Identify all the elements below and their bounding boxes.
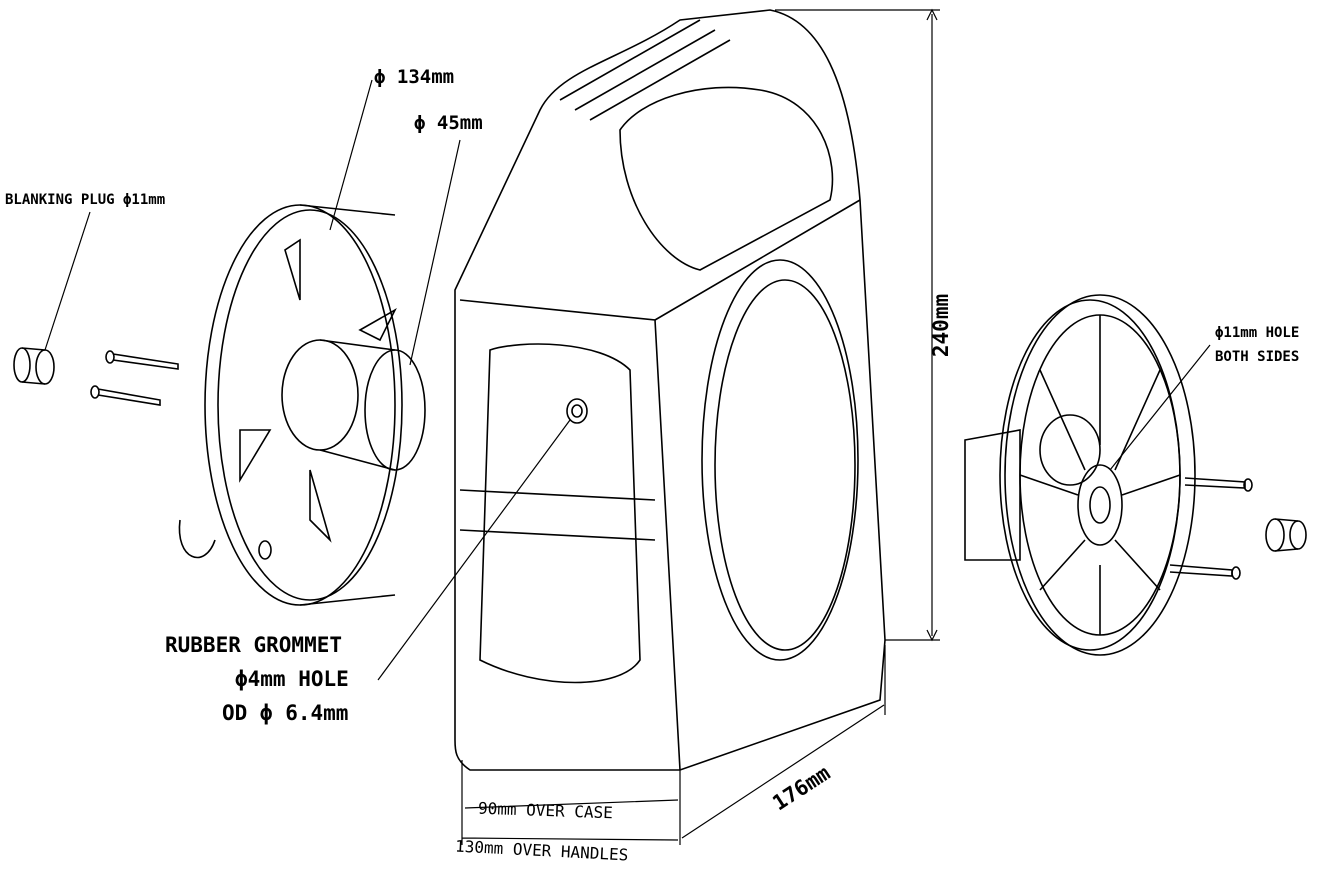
blanking-plug-left [13, 347, 55, 385]
reel-case-body [454, 9, 886, 771]
hole-label-line2: BOTH SIDES [1215, 349, 1300, 365]
grommet-label-line1: RUBBER GROMMET [165, 633, 343, 657]
height-dimension-label: 240mm [929, 293, 954, 358]
outer-diameter-label: ϕ 134mm [374, 66, 455, 88]
case-width-label: 90mm OVER CASE [477, 798, 614, 823]
grommet-label-line3: OD ϕ 6.4mm [222, 701, 349, 725]
grommet-label-line2: ϕ4mm HOLE [235, 667, 349, 691]
reel-disc-left [178, 204, 426, 606]
blanking-plug-right [1265, 518, 1307, 552]
screws-right [1169, 477, 1253, 580]
hole-label-line1: ϕ11mm HOLE [1215, 325, 1300, 341]
reel-disc-right [964, 294, 1196, 656]
hub-diameter-label: ϕ 45mm [414, 112, 483, 134]
blanking-plug-label: BLANKING PLUG ϕ11mm [5, 192, 166, 208]
screws-left [90, 350, 179, 406]
dimension-lines [44, 8, 1211, 845]
